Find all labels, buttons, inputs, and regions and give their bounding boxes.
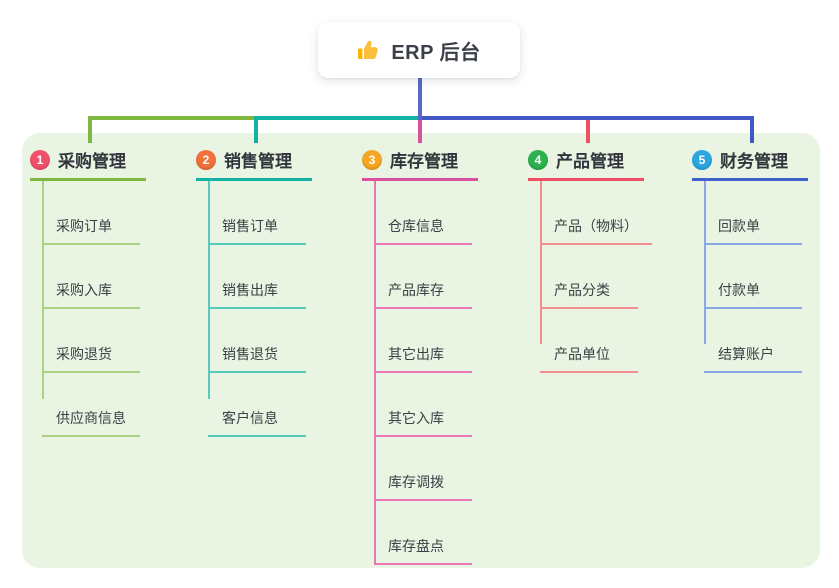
child-node[interactable]: 产品（物料）	[540, 181, 652, 245]
child-node[interactable]: 仓库信息	[374, 181, 472, 245]
child-node-label: 仓库信息	[388, 218, 444, 234]
branch-node[interactable]: 3 库存管理	[362, 147, 478, 181]
branch-children: 回款单 付款单 结算账户	[692, 181, 808, 373]
branch-label: 产品管理	[556, 152, 624, 171]
mindmap-panel	[22, 133, 820, 568]
branch-column-1: 1 采购管理 采购订单 采购入库 采购退货 供应商信息	[30, 147, 146, 437]
child-node[interactable]: 出库库明细	[374, 565, 472, 588]
child-node-label: 结算账户	[718, 346, 774, 362]
child-node[interactable]: 供应商信息	[42, 373, 140, 437]
root-node-label: ERP 后台	[391, 41, 481, 64]
child-node-label: 其它入库	[388, 410, 444, 426]
branch-number-badge: 2	[196, 149, 216, 170]
child-node-label: 产品库存	[388, 282, 444, 298]
branch-node[interactable]: 1 采购管理	[30, 147, 146, 181]
root-node[interactable]: ERP 后台	[318, 22, 520, 78]
branch-column-4: 4 产品管理 产品（物料） 产品分类 产品单位	[528, 147, 652, 373]
branch-child-connector-line	[208, 181, 210, 399]
child-node[interactable]: 采购退货	[42, 309, 140, 373]
branch-label: 销售管理	[224, 152, 292, 171]
child-node-label: 采购订单	[56, 218, 112, 234]
branch-label: 财务管理	[720, 152, 788, 171]
branch-column-2: 2 销售管理 销售订单 销售出库 销售退货 客户信息	[196, 147, 312, 437]
branch-node[interactable]: 5 财务管理	[692, 147, 808, 181]
branch-node[interactable]: 2 销售管理	[196, 147, 312, 181]
branch-number-badge: 5	[692, 149, 712, 170]
child-node[interactable]: 其它入库	[374, 373, 472, 437]
child-node-label: 其它出库	[388, 346, 444, 362]
child-node-label: 销售退货	[222, 346, 278, 362]
branch-column-5: 5 财务管理 回款单 付款单 结算账户	[692, 147, 808, 373]
branch-children: 销售订单 销售出库 销售退货 客户信息	[196, 181, 312, 437]
child-node[interactable]: 产品单位	[540, 309, 638, 373]
child-node-label: 产品单位	[554, 346, 610, 362]
child-node-label: 采购入库	[56, 282, 112, 298]
child-node[interactable]: 销售出库	[208, 245, 306, 309]
branch-child-connector-line	[704, 181, 706, 344]
branch-number-badge: 4	[528, 149, 548, 170]
branch-node[interactable]: 4 产品管理	[528, 147, 644, 181]
branch-children: 仓库信息 产品库存 其它出库 其它入库 库存调拨 库存盘点 出库库明细	[362, 181, 478, 588]
child-node-label: 销售订单	[222, 218, 278, 234]
thumbs-up-icon	[357, 38, 381, 62]
child-node[interactable]: 回款单	[704, 181, 802, 245]
child-node[interactable]: 销售订单	[208, 181, 306, 245]
branch-number-badge: 1	[30, 149, 50, 170]
child-node[interactable]: 客户信息	[208, 373, 306, 437]
branch-number-badge: 3	[362, 149, 382, 170]
child-node-label: 采购退货	[56, 346, 112, 362]
child-node-label: 回款单	[718, 218, 760, 234]
child-node-label: 供应商信息	[56, 410, 126, 426]
child-node[interactable]: 销售退货	[208, 309, 306, 373]
branch-label: 库存管理	[390, 152, 458, 171]
child-node[interactable]: 产品分类	[540, 245, 638, 309]
child-node[interactable]: 采购订单	[42, 181, 140, 245]
branch-children: 采购订单 采购入库 采购退货 供应商信息	[30, 181, 146, 437]
child-node-label: 库存盘点	[388, 538, 444, 554]
branch-children: 产品（物料） 产品分类 产品单位	[528, 181, 652, 373]
branch-child-connector-line	[42, 181, 44, 399]
child-node[interactable]: 结算账户	[704, 309, 802, 373]
child-node-label: 产品（物料）	[554, 218, 638, 234]
branch-child-connector-line	[374, 181, 376, 564]
child-node-label: 库存调拨	[388, 474, 444, 490]
child-node[interactable]: 产品库存	[374, 245, 472, 309]
branch-label: 采购管理	[58, 152, 126, 171]
child-node[interactable]: 其它出库	[374, 309, 472, 373]
child-node-label: 付款单	[718, 282, 760, 298]
child-node-label: 产品分类	[554, 282, 610, 298]
child-node[interactable]: 库存盘点	[374, 501, 472, 565]
child-node[interactable]: 库存调拨	[374, 437, 472, 501]
branch-child-connector-line	[540, 181, 542, 344]
child-node-label: 销售出库	[222, 282, 278, 298]
branch-column-3: 3 库存管理 仓库信息 产品库存 其它出库 其它入库 库存调拨 库存盘点	[362, 147, 478, 588]
child-node-label: 客户信息	[222, 410, 278, 426]
child-node[interactable]: 采购入库	[42, 245, 140, 309]
child-node[interactable]: 付款单	[704, 245, 802, 309]
